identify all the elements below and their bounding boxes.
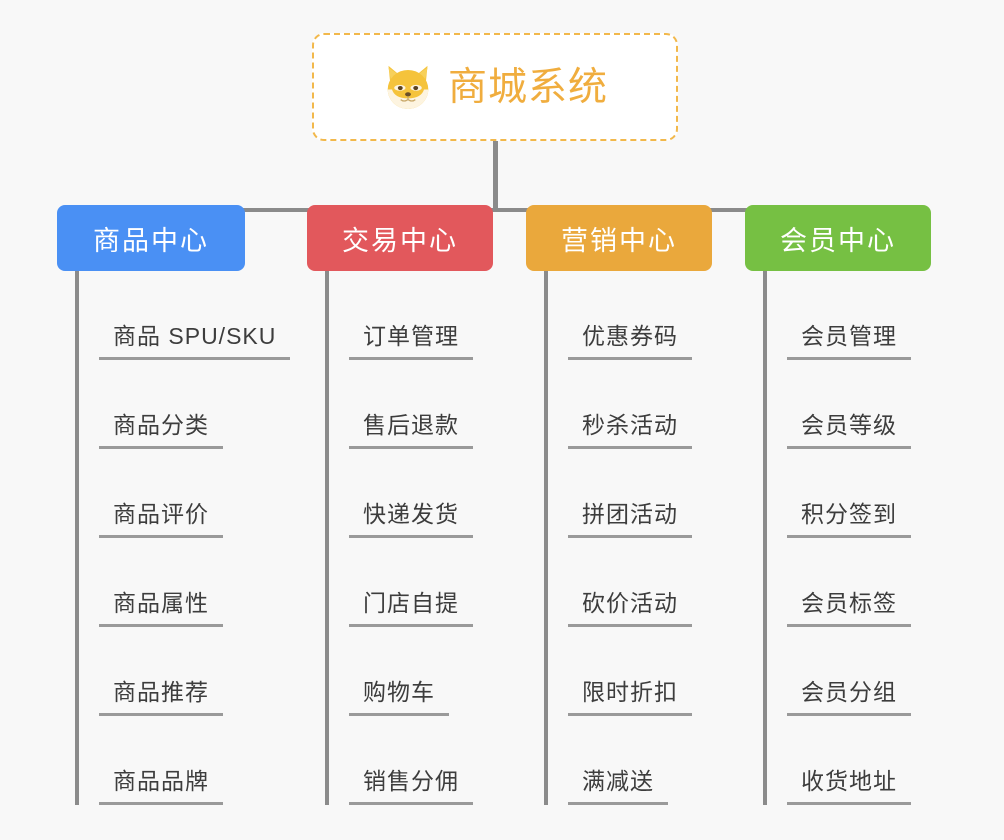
leaf-label: 会员等级 xyxy=(787,412,911,449)
leaf-label: 商品 SPU/SKU xyxy=(99,323,291,360)
list-item[interactable]: 商品 SPU/SKU xyxy=(99,271,291,360)
leaf-label: 销售分佣 xyxy=(349,768,473,805)
leaf-label: 订单管理 xyxy=(349,323,473,360)
list-item[interactable]: 商品分类 xyxy=(99,360,245,449)
category-label: 商品中心 xyxy=(93,225,209,256)
leaf-label: 会员分组 xyxy=(787,679,911,716)
leaf-label: 商品评价 xyxy=(99,501,223,538)
leaf-label: 快递发货 xyxy=(349,501,473,538)
list-item[interactable]: 商品评价 xyxy=(99,449,245,538)
shiba-dog-icon xyxy=(387,65,429,109)
list-item[interactable]: 会员管理 xyxy=(787,271,931,360)
leaf-label: 砍价活动 xyxy=(568,590,692,627)
list-item[interactable]: 满减送 xyxy=(568,716,712,805)
category-product-center[interactable]: 商品中心 xyxy=(57,205,245,271)
leaf-list-member-center: 会员管理 会员等级 积分签到 会员标签 会员分组 收货地址 xyxy=(763,271,931,805)
list-item[interactable]: 会员分组 xyxy=(787,627,931,716)
leaf-list-product-center: 商品 SPU/SKU 商品分类 商品评价 商品属性 商品推荐 商品品牌 xyxy=(75,271,291,805)
leaf-label: 售后退款 xyxy=(349,412,473,449)
leaf-label: 商品推荐 xyxy=(99,679,223,716)
root-node[interactable]: 商城系统 xyxy=(312,33,678,141)
list-item[interactable]: 快递发货 xyxy=(349,449,493,538)
list-item[interactable]: 商品品牌 xyxy=(99,716,245,805)
connector-horizontal-bus xyxy=(149,208,842,212)
list-item[interactable]: 优惠券码 xyxy=(568,271,712,360)
column-member-center: 会员中心 会员管理 会员等级 积分签到 会员标签 会员分组 收货地址 xyxy=(745,205,931,805)
leaf-label: 商品属性 xyxy=(99,590,223,627)
column-product-center: 商品中心 商品 SPU/SKU 商品分类 商品评价 商品属性 商品推荐 商品品牌 xyxy=(57,205,291,805)
list-item[interactable]: 积分签到 xyxy=(787,449,931,538)
leaf-label: 拼团活动 xyxy=(568,501,692,538)
connector-root-stem xyxy=(493,141,498,211)
list-item[interactable]: 拼团活动 xyxy=(568,449,712,538)
list-item[interactable]: 商品属性 xyxy=(99,538,245,627)
list-item[interactable]: 销售分佣 xyxy=(349,716,493,805)
list-item[interactable]: 购物车 xyxy=(349,627,493,716)
leaf-list-trade-center: 订单管理 售后退款 快递发货 门店自提 购物车 销售分佣 xyxy=(325,271,493,805)
list-item[interactable]: 售后退款 xyxy=(349,360,493,449)
list-item[interactable]: 会员标签 xyxy=(787,538,931,627)
list-item[interactable]: 订单管理 xyxy=(349,271,493,360)
category-label: 交易中心 xyxy=(342,225,458,256)
category-label: 会员中心 xyxy=(780,225,896,256)
leaf-label: 收货地址 xyxy=(787,768,911,805)
leaf-label: 购物车 xyxy=(349,679,449,716)
column-marketing-center: 营销中心 优惠券码 秒杀活动 拼团活动 砍价活动 限时折扣 满减送 xyxy=(526,205,712,805)
category-member-center[interactable]: 会员中心 xyxy=(745,205,931,271)
leaf-label: 门店自提 xyxy=(349,590,473,627)
list-item[interactable]: 限时折扣 xyxy=(568,627,712,716)
list-item[interactable]: 门店自提 xyxy=(349,538,493,627)
category-label: 营销中心 xyxy=(561,225,677,256)
root-title: 商城系统 xyxy=(447,65,608,109)
category-marketing-center[interactable]: 营销中心 xyxy=(526,205,712,271)
leaf-label: 商品分类 xyxy=(99,412,223,449)
category-trade-center[interactable]: 交易中心 xyxy=(307,205,493,271)
leaf-label: 会员管理 xyxy=(787,323,911,360)
leaf-label: 商品品牌 xyxy=(99,768,223,805)
list-item[interactable]: 砍价活动 xyxy=(568,538,712,627)
leaf-label: 积分签到 xyxy=(787,501,911,538)
list-item[interactable]: 商品推荐 xyxy=(99,627,245,716)
list-item[interactable]: 会员等级 xyxy=(787,360,931,449)
leaf-label: 优惠券码 xyxy=(568,323,692,360)
leaf-label: 秒杀活动 xyxy=(568,412,692,449)
list-item[interactable]: 秒杀活动 xyxy=(568,360,712,449)
leaf-label: 限时折扣 xyxy=(568,679,692,716)
column-trade-center: 交易中心 订单管理 售后退款 快递发货 门店自提 购物车 销售分佣 xyxy=(307,205,493,805)
leaf-label: 会员标签 xyxy=(787,590,911,627)
leaf-label: 满减送 xyxy=(568,768,668,805)
list-item[interactable]: 收货地址 xyxy=(787,716,931,805)
leaf-list-marketing-center: 优惠券码 秒杀活动 拼团活动 砍价活动 限时折扣 满减送 xyxy=(544,271,712,805)
